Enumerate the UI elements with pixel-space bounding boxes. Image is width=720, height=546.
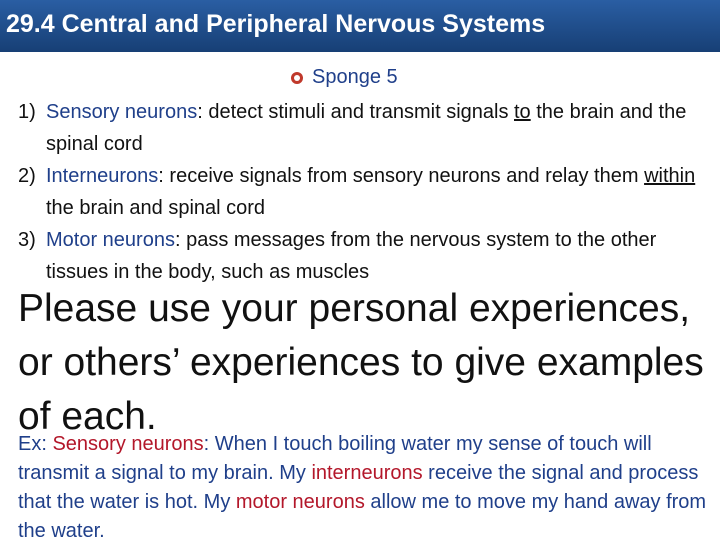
example-term-sensory: Sensory neurons xyxy=(52,433,204,455)
item-term: Interneurons xyxy=(46,165,159,187)
item-text: : receive signals from sensory neurons a… xyxy=(158,165,645,187)
title-bar: 29.4 Central and Peripheral Nervous Syst… xyxy=(0,0,720,52)
example-text-3: allow me to move my hand away from the w… xyxy=(18,491,707,542)
item-text-end: the brain and spinal cord xyxy=(46,197,266,219)
item-term: Motor neurons xyxy=(46,229,175,251)
example-term-interneurons: interneurons xyxy=(311,462,423,484)
item-text-end: the brain and the spinal cord xyxy=(46,101,687,155)
example-text-2: receive the signal and process that the … xyxy=(18,462,699,513)
sponge-label: Sponge 5 xyxy=(312,66,398,88)
circle-bullet-icon xyxy=(291,71,303,84)
example-term-motor: motor neurons xyxy=(235,491,365,513)
sponge-heading: Sponge 5 xyxy=(290,66,398,89)
item-underlined: within xyxy=(644,165,696,187)
list-item: 1) Sensory neurons: detect stimuli and t… xyxy=(18,96,718,160)
list-item: 3) Motor neurons: pass messages from the… xyxy=(18,224,718,288)
example-text-1: : When I touch boiling water my sense of… xyxy=(18,433,652,484)
example-paragraph: Ex: Sensory neurons: When I touch boilin… xyxy=(18,430,718,546)
example-prefix: Ex: xyxy=(18,433,53,455)
item-number: 3) xyxy=(18,229,36,251)
item-text: : detect stimuli and transmit signals xyxy=(197,101,514,123)
item-number: 1) xyxy=(18,101,36,123)
item-underlined: to xyxy=(514,101,531,123)
prompt-text: Please use your personal experiences, or… xyxy=(18,287,704,438)
list-item: 2) Interneurons: receive signals from se… xyxy=(18,160,718,224)
item-text: : pass messages from the nervous system … xyxy=(46,229,657,283)
slide-title: 29.4 Central and Peripheral Nervous Syst… xyxy=(6,10,546,38)
item-term: Sensory neurons xyxy=(46,101,198,123)
neuron-list: 1) Sensory neurons: detect stimuli and t… xyxy=(18,96,718,288)
item-number: 2) xyxy=(18,165,36,187)
